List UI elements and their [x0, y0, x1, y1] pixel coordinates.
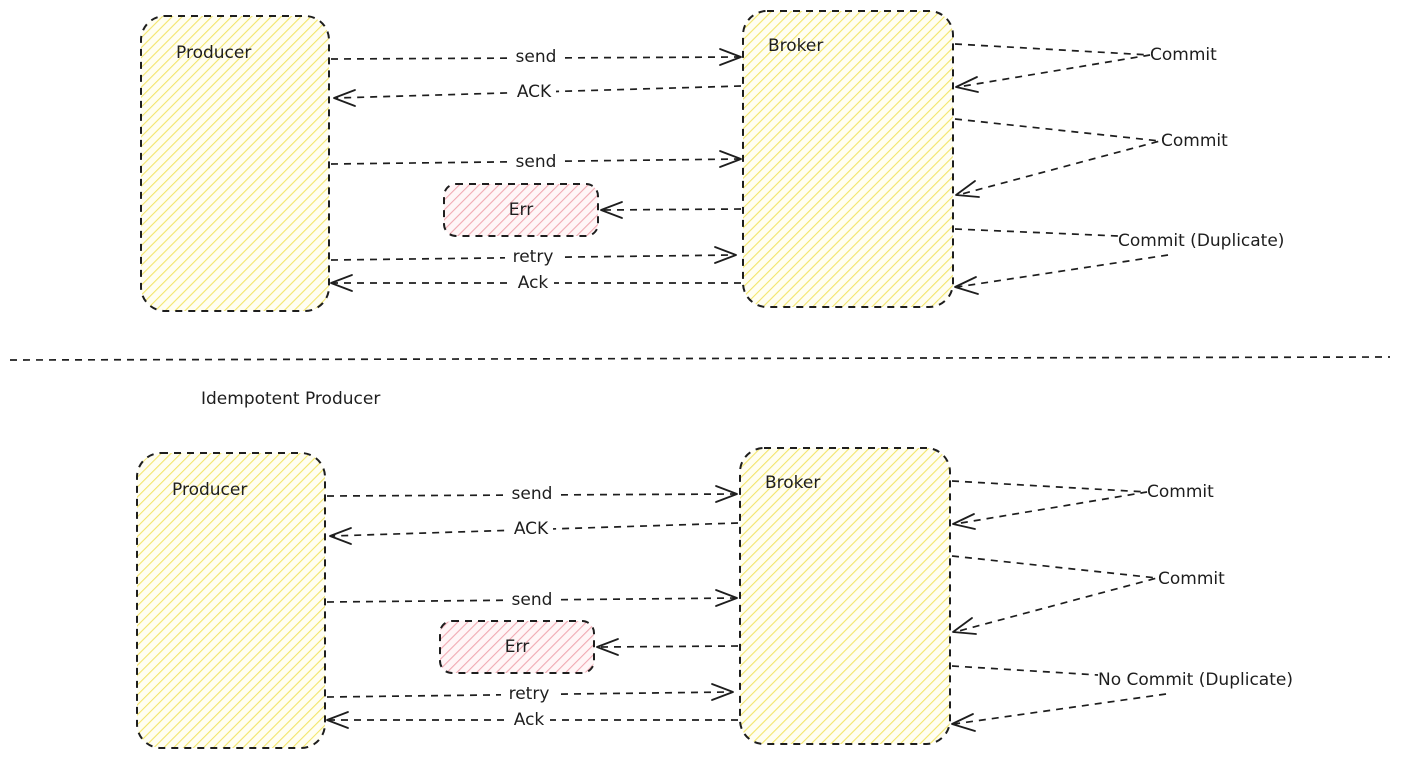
top-producer-box[interactable]: [140, 15, 330, 312]
top-broker-box[interactable]: [742, 10, 954, 308]
bottom-commit-label-1: Commit: [1147, 482, 1214, 502]
bottom-commit-loop-1: [951, 480, 1148, 525]
top-commit-arrowhead-1: [955, 76, 979, 93]
top-send-arrow-1: [330, 56, 740, 60]
bottom-commit-label-2: Commit: [1158, 569, 1225, 589]
bottom-err-label: Err: [505, 637, 529, 657]
bottom-send-arrowhead-2: [715, 589, 738, 607]
top-commit-label-2: Commit: [1161, 131, 1228, 151]
top-commit-loop-3: [954, 228, 1119, 237]
top-commit-label-3: Commit (Duplicate): [1118, 231, 1284, 251]
bottom-retry-arrow: [326, 691, 732, 698]
bottom-broker-box[interactable]: [739, 447, 951, 745]
top-section: Producer Broker send ACK send Err retry …: [140, 10, 1284, 312]
top-commit-arrowhead-2: [955, 180, 980, 198]
bottom-commit-arrowhead-1: [952, 513, 976, 530]
bottom-ack-label-1: ACK: [514, 519, 549, 539]
bottom-err-arrow: [598, 645, 739, 648]
top-ack-label-1: ACK: [517, 82, 552, 102]
bottom-section-title: Idempotent Producer: [201, 389, 380, 409]
bottom-send-arrow-2: [326, 597, 736, 603]
top-producer-label: Producer: [176, 43, 251, 63]
top-commit-label-1: Commit: [1150, 45, 1217, 65]
bottom-send-label-1: send: [512, 484, 553, 504]
bottom-commit-loop-3: [951, 665, 1099, 676]
bottom-commit-arrowhead-2: [952, 617, 977, 635]
top-send-label-2: send: [516, 152, 557, 172]
bottom-retry-label: retry: [509, 684, 550, 704]
top-ack-arrowhead-1: [333, 89, 356, 107]
bottom-send-arrow-1: [326, 493, 736, 497]
bottom-retry-arrowhead: [711, 683, 734, 701]
top-send-label-1: send: [516, 47, 557, 67]
top-err-arrowhead: [600, 201, 623, 219]
bottom-commit-label-3: No Commit (Duplicate): [1098, 670, 1293, 690]
bottom-ack-arrow-1: [331, 522, 739, 537]
bottom-commit-arrowhead-3: [951, 713, 976, 732]
top-commit-loop-2: [954, 118, 1161, 196]
bottom-producer-label: Producer: [172, 480, 247, 500]
bottom-ack-arrowhead-2: [326, 711, 349, 729]
top-ack-label-2: Ack: [518, 273, 549, 293]
bottom-commit-loop-2: [951, 555, 1158, 633]
bottom-producer-box[interactable]: [136, 452, 326, 749]
top-send-arrowhead-1: [719, 48, 742, 66]
top-commit-loop-3-return: [956, 254, 1169, 288]
bottom-broker-label: Broker: [765, 473, 820, 493]
bottom-commit-loop-3-return: [953, 693, 1167, 725]
top-send-arrow-2: [330, 158, 740, 165]
top-err-arrow: [602, 208, 742, 211]
bottom-ack-arrowhead-1: [329, 527, 352, 545]
bottom-send-label-2: send: [512, 590, 553, 610]
section-divider: [9, 356, 1391, 361]
bottom-err-arrowhead: [596, 638, 619, 656]
top-err-label: Err: [509, 200, 533, 220]
top-commit-loop-1: [954, 43, 1151, 88]
top-err-box[interactable]: [443, 183, 599, 237]
bottom-send-arrowhead-1: [715, 485, 738, 503]
bottom-err-box[interactable]: [439, 620, 595, 674]
top-send-arrowhead-2: [719, 150, 742, 168]
bottom-ack-label-2: Ack: [514, 710, 545, 730]
top-ack-arrow-1: [335, 85, 742, 99]
top-broker-label: Broker: [768, 36, 823, 56]
top-retry-label: retry: [513, 247, 554, 267]
top-ack-arrowhead-2: [330, 274, 353, 292]
top-retry-arrowhead: [714, 246, 737, 264]
top-commit-arrowhead-3: [954, 276, 979, 295]
bottom-section: Idempotent Producer Producer Broker send…: [136, 389, 1293, 749]
